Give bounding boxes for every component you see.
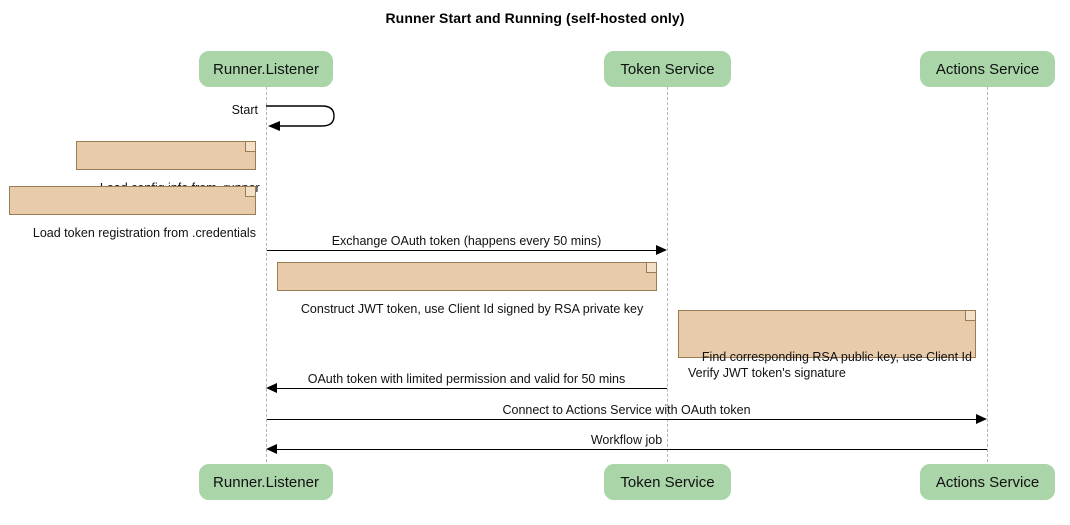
participant-label: Runner.Listener — [213, 473, 319, 491]
arrowhead-left-icon — [266, 383, 277, 393]
arrowhead-right-icon — [656, 245, 667, 255]
note-load-token-registration: Load token registration from .credential… — [9, 186, 256, 240]
participant-token-service-bottom[interactable]: Token Service — [604, 464, 731, 500]
lifeline-actions — [987, 87, 988, 462]
note-fold-corner-icon — [245, 142, 255, 152]
note-load-config: Load config info from .runner — [76, 141, 260, 195]
arrowhead-left-icon — [266, 444, 277, 454]
note-construct-jwt: Construct JWT token, use Client Id signe… — [277, 262, 657, 316]
participant-runner-listener-bottom[interactable]: Runner.Listener — [199, 464, 333, 500]
note-text: Construct JWT token, use Client Id signe… — [300, 302, 644, 316]
message-connect-to-actions-service — [267, 419, 976, 420]
participant-label: Token Service — [620, 60, 715, 78]
note-fold-corner-icon — [646, 263, 656, 273]
message-workflow-job — [277, 449, 987, 450]
participant-actions-service-top[interactable]: Actions Service — [920, 51, 1055, 87]
lifeline-runner — [266, 87, 267, 462]
message-label-connect-to-actions-service: Connect to Actions Service with OAuth to… — [502, 403, 751, 417]
page-title: Runner Start and Running (self-hosted on… — [385, 10, 685, 26]
participant-label: Token Service — [620, 473, 715, 491]
lifeline-token — [667, 87, 668, 462]
participant-label: Runner.Listener — [213, 60, 319, 78]
note-text: Load token registration from .credential… — [32, 226, 256, 240]
participant-label: Actions Service — [935, 473, 1040, 491]
message-exchange-oauth-token — [267, 250, 656, 251]
note-text: Find corresponding RSA public key, use C… — [688, 350, 972, 380]
participant-runner-listener-top[interactable]: Runner.Listener — [199, 51, 333, 87]
participant-actions-service-bottom[interactable]: Actions Service — [920, 464, 1055, 500]
message-label-start: Start — [231, 103, 258, 117]
self-message-start — [266, 104, 346, 134]
participant-label: Actions Service — [935, 60, 1040, 78]
note-fold-corner-icon — [965, 311, 975, 321]
message-label-workflow-job: Workflow job — [590, 433, 663, 447]
participant-token-service-top[interactable]: Token Service — [604, 51, 731, 87]
message-label-exchange-oauth-token: Exchange OAuth token (happens every 50 m… — [331, 234, 602, 248]
arrowhead-right-icon — [976, 414, 987, 424]
message-oauth-token-response — [277, 388, 667, 389]
note-fold-corner-icon — [245, 187, 255, 197]
message-label-oauth-token-response: OAuth token with limited permission and … — [307, 372, 626, 386]
note-verify-jwt: Find corresponding RSA public key, use C… — [678, 310, 976, 380]
